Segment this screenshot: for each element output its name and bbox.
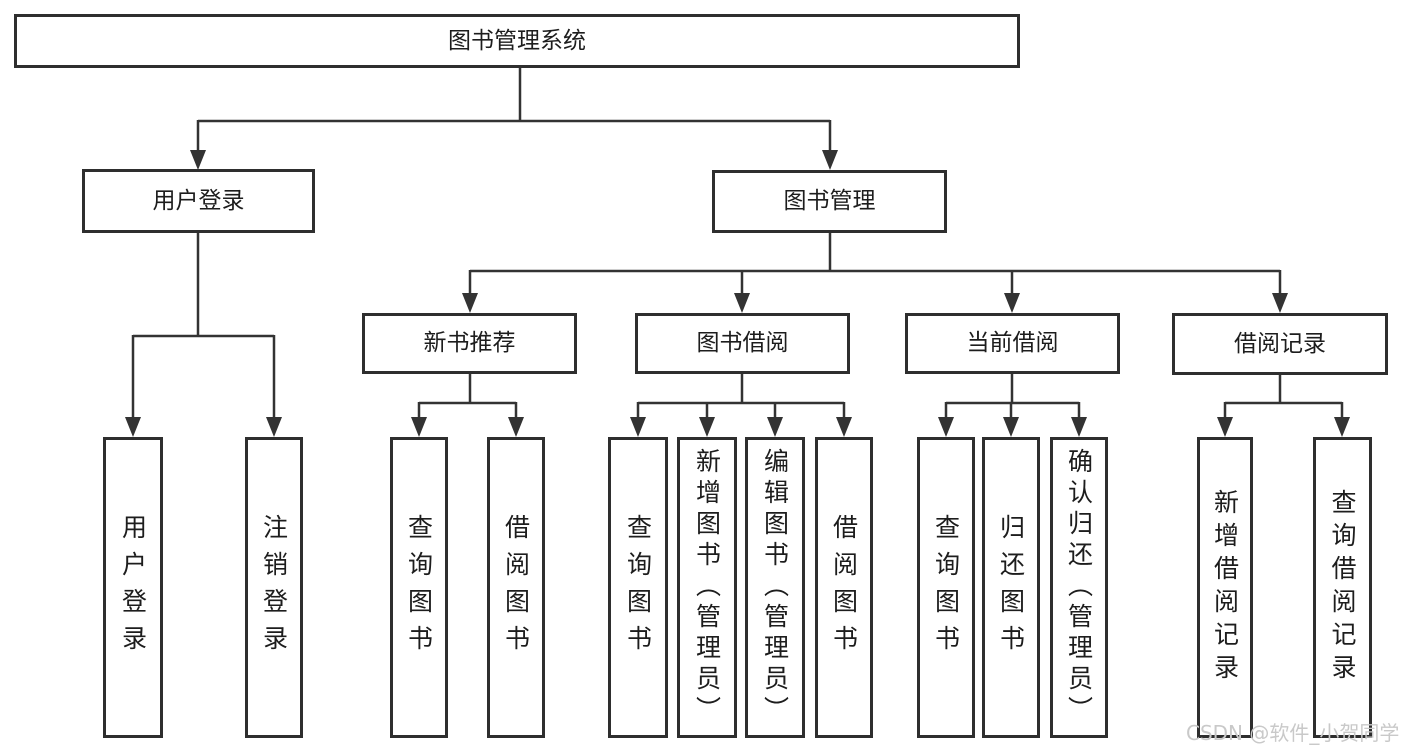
node-book-management: 图书管理	[712, 170, 947, 233]
node-query-books-recommend: 查询图书	[390, 437, 448, 738]
node-return-books: 归还图书	[982, 437, 1040, 738]
node-borrow-books-recommend: 借阅图书	[487, 437, 545, 738]
node-query-borrow-record: 查询借阅记录	[1313, 437, 1372, 738]
node-user-login-action-label: 用户登录	[118, 513, 148, 662]
node-new-book-recommend-label: 新书推荐	[423, 330, 516, 356]
node-user-login-action: 用户登录	[103, 437, 163, 738]
node-confirm-return-admin: 确认归还（管理员）	[1050, 437, 1108, 738]
node-add-books-admin: 新增图书（管理员）	[677, 437, 737, 738]
node-query-borrow-record-label: 查询借阅记录	[1328, 488, 1357, 687]
connector-user-login-children	[125, 233, 282, 437]
node-library-system: 图书管理系统	[14, 14, 1020, 68]
node-add-books-admin-label: 新增图书（管理员）	[692, 448, 722, 727]
node-query-books-borrow: 查询图书	[608, 437, 668, 738]
node-edit-books-admin-label: 编辑图书（管理员）	[760, 448, 790, 727]
node-query-books-recommend-label: 查询图书	[404, 513, 434, 662]
connector-book-borrow-children	[630, 374, 852, 437]
node-query-books-current: 查询图书	[917, 437, 975, 738]
connector-borrow-record-children	[1217, 374, 1350, 437]
node-query-books-borrow-label: 查询图书	[623, 513, 653, 662]
node-logout-action: 注销登录	[245, 437, 303, 738]
connector-root-to-level1	[190, 68, 838, 170]
node-user-login-label: 用户登录	[152, 187, 245, 214]
node-confirm-return-admin-label: 确认归还（管理员）	[1064, 448, 1094, 727]
connector-book-management-children	[462, 233, 1288, 313]
node-borrow-records: 借阅记录	[1172, 313, 1388, 375]
connector-new-book-children	[411, 374, 524, 437]
node-add-borrow-record: 新增借阅记录	[1197, 437, 1253, 738]
node-edit-books-admin: 编辑图书（管理员）	[745, 437, 805, 738]
node-book-borrow: 图书借阅	[635, 313, 850, 374]
node-query-books-current-label: 查询图书	[931, 513, 961, 662]
node-borrow-books-recommend-label: 借阅图书	[501, 513, 531, 662]
node-add-borrow-record-label: 新增借阅记录	[1210, 488, 1240, 687]
node-borrow-books-action: 借阅图书	[815, 437, 873, 738]
node-return-books-label: 归还图书	[996, 513, 1026, 662]
node-logout-action-label: 注销登录	[259, 513, 289, 662]
node-borrow-books-action-label: 借阅图书	[829, 513, 859, 662]
node-borrow-records-label: 借阅记录	[1234, 330, 1326, 357]
node-current-borrow: 当前借阅	[905, 313, 1120, 374]
node-new-book-recommend: 新书推荐	[362, 313, 577, 374]
node-book-borrow-label: 图书借阅	[696, 330, 789, 356]
connector-current-borrow-children	[938, 374, 1087, 437]
node-current-borrow-label: 当前借阅	[966, 330, 1059, 356]
node-library-system-label: 图书管理系统	[448, 27, 586, 54]
csdn-watermark: CSDN @软件_小贺同学	[1186, 721, 1400, 745]
node-book-management-label: 图书管理	[783, 188, 876, 214]
node-user-login: 用户登录	[82, 169, 315, 233]
